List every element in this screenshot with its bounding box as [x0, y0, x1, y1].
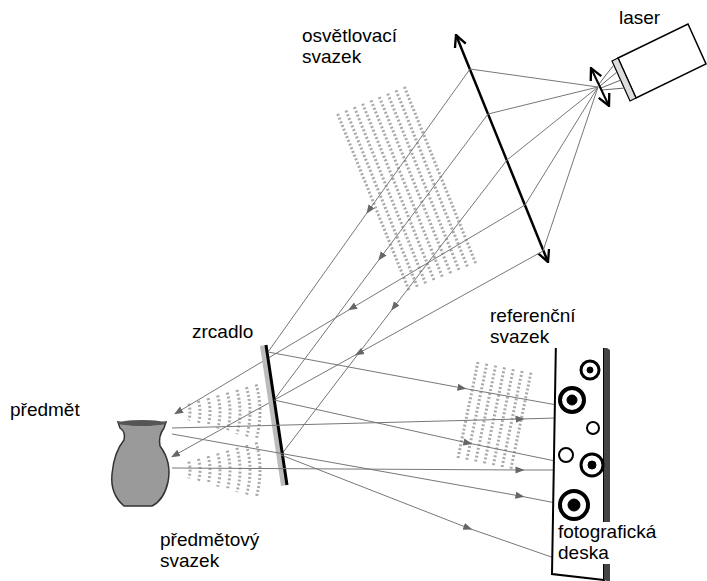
vase — [112, 422, 169, 506]
wavefront — [396, 90, 467, 266]
object-wavefront — [189, 404, 190, 421]
plate-label: fotografická deska — [556, 522, 700, 564]
wavefront — [493, 369, 513, 465]
wavefronts — [189, 87, 531, 498]
beam-label: referenční svazek — [488, 306, 612, 348]
laser-label: laser — [617, 8, 662, 29]
beam-label: předmětový svazek — [158, 530, 302, 572]
object-rays — [172, 418, 566, 505]
object-wavefront — [198, 401, 200, 423]
object-wavefront — [246, 445, 250, 495]
object-wavefront — [256, 384, 260, 439]
object-wavefront — [246, 387, 250, 437]
beam-label: osvětlovací svazek — [300, 26, 429, 68]
object-wavefront — [237, 390, 240, 434]
object-wavefront — [208, 456, 210, 484]
wavefront — [363, 104, 434, 280]
object-wavefront — [218, 395, 220, 428]
wavefront — [404, 87, 475, 263]
wavefront — [354, 107, 425, 283]
wavefront — [338, 114, 409, 290]
object-wavefront — [237, 448, 240, 492]
wavefront — [484, 367, 504, 463]
object-wavefront — [208, 398, 210, 426]
object-wavefront — [256, 442, 260, 497]
wavefront — [476, 366, 496, 462]
illumination-rays — [175, 69, 543, 455]
mirror-label: zrcadlo — [190, 322, 255, 343]
object-wavefront — [198, 459, 200, 481]
diverging-rays — [470, 69, 598, 251]
wavefront — [388, 94, 459, 270]
object-label: předmět — [8, 400, 82, 421]
object-wavefront — [189, 462, 190, 479]
reference-rays — [268, 352, 560, 560]
object-wavefront — [227, 451, 230, 490]
wavefront — [346, 111, 417, 287]
mirror — [260, 345, 287, 486]
wavefront — [371, 100, 442, 276]
laser-device — [591, 24, 706, 106]
wavefront — [458, 362, 478, 458]
wavefront — [467, 364, 487, 460]
object-wavefront — [218, 453, 220, 486]
